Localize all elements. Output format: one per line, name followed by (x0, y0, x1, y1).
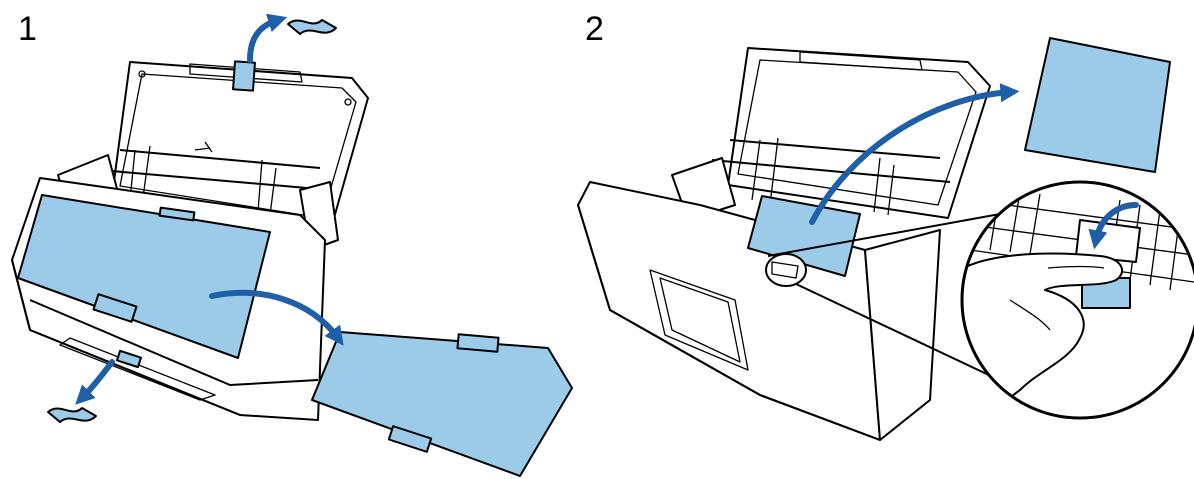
arrow-sheet-out (209, 289, 344, 346)
arrow-sheet-out-step2 (809, 83, 1020, 225)
line-art-stroke (577, 204, 881, 441)
tape-strip-bottom (115, 349, 143, 369)
line-art-stroke (129, 145, 277, 216)
line-art-stroke (960, 180, 1194, 420)
line-art-stroke (1009, 299, 1051, 331)
tape-strip-top (232, 60, 256, 92)
line-art-stroke (194, 141, 213, 153)
line-art-stroke (711, 139, 951, 183)
arrow-tape-bottom (75, 359, 115, 405)
zoom-connector-top (767, 213, 1001, 257)
line-art-stroke (119, 73, 357, 219)
line-art-stroke (737, 59, 977, 206)
finger-pressing-lever (962, 252, 1124, 418)
scanner-step1-illustration (11, 60, 369, 421)
zoom-connector-bottom (795, 283, 1011, 386)
protective-sheet-removed-step2 (1024, 37, 1171, 173)
line-art-stroke (99, 149, 331, 191)
line-art-stroke (11, 259, 241, 416)
removed-tape-top (287, 19, 337, 35)
removed-tape-bottom (47, 407, 97, 423)
step-number-1: 1 (18, 10, 37, 48)
arrow-tape-top (247, 13, 288, 63)
arrow-press-lever (1088, 202, 1139, 250)
line-art-stroke (649, 269, 749, 371)
line-art-stroke (344, 98, 352, 106)
line-art-stroke (59, 337, 216, 401)
detached-sheet-step1 (311, 331, 573, 477)
line-art-stroke (29, 299, 319, 386)
line-art-stroke (771, 261, 799, 279)
line-art-stroke (456, 333, 500, 353)
line-art-stroke (158, 206, 196, 222)
line-art-stroke (659, 277, 741, 363)
protective-sheet-removed (311, 331, 573, 477)
line-art-stroke (799, 51, 923, 71)
line-art-stroke (189, 63, 303, 83)
line-art-stroke (387, 425, 433, 453)
zoom-detail-circle (960, 180, 1194, 420)
step-number-2: 2 (585, 10, 604, 48)
line-art-stroke (1047, 265, 1105, 269)
scanner-step2-illustration (577, 47, 991, 441)
line-art-stroke (138, 70, 146, 78)
line-art-stroke (751, 137, 895, 216)
tape-strip-front (92, 293, 138, 323)
